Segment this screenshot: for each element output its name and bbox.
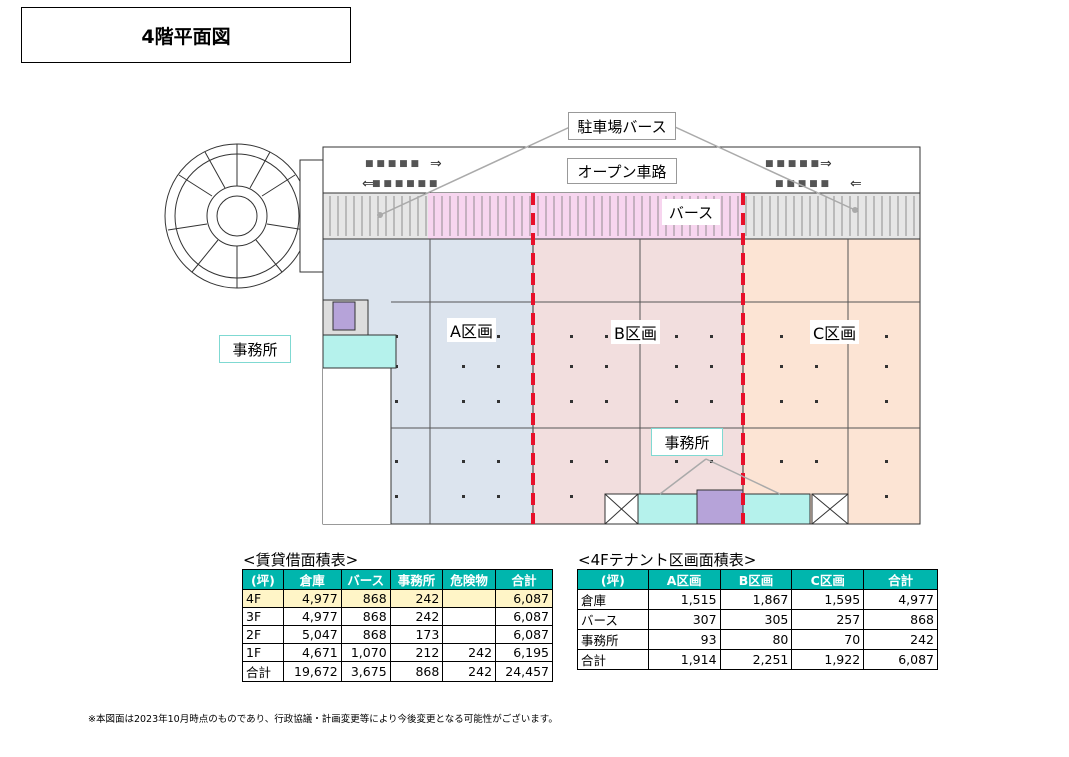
table-cell: 4,671 (282, 643, 342, 662)
table-cell (442, 589, 497, 608)
disclaimer-note: ※本図面は2023年10月時点のものであり、行政協議・計画変更等により今後変更と… (88, 714, 558, 725)
table-cell (442, 607, 497, 626)
lease-table-header-cell: 危険物 (442, 569, 497, 590)
table-cell: 6,087 (495, 589, 553, 608)
table-cell: 1,070 (340, 643, 391, 662)
table-cell: 4,977 (863, 589, 938, 610)
table-cell: 1,595 (791, 589, 865, 610)
table-cell: 合計 (577, 649, 649, 670)
table-cell: 5,047 (282, 625, 342, 644)
table-cell: 1F (242, 643, 284, 662)
page-title: 4階平面図 (21, 7, 351, 63)
table-cell: 868 (340, 625, 391, 644)
table-cell: 19,672 (282, 661, 342, 682)
table-cell: 1,914 (647, 649, 721, 670)
berth-callout: バース (662, 199, 720, 225)
zone-c-label: C区画 (810, 320, 860, 344)
tenant-table-title: <4Fテナント区画面積表> (578, 551, 757, 569)
parking-berth-callout: 駐車場バース (568, 112, 676, 140)
table-cell: 1,515 (647, 589, 721, 610)
table-cell: 2F (242, 625, 284, 644)
tenant-table-header-cell: C区画 (791, 569, 865, 590)
zone-divider (531, 193, 745, 524)
table-cell: 合計 (242, 661, 284, 682)
table-cell: 305 (719, 609, 793, 630)
table-cell: 242 (389, 589, 444, 608)
table-cell: 6,087 (495, 607, 553, 626)
svg-text:■ ■ ■ ■ ■: ■ ■ ■ ■ ■ (765, 159, 819, 169)
table-cell: バース (577, 609, 649, 630)
tenant-table-header-cell: (坪) (577, 569, 649, 590)
svg-text:■ ■ ■ ■ ■: ■ ■ ■ ■ ■ (365, 159, 419, 169)
table-cell: 242 (442, 643, 497, 662)
lease-table-header-cell: バース (340, 569, 391, 590)
zone-c-area (742, 238, 921, 525)
table-cell: 24,457 (495, 661, 553, 682)
lease-table-header-cell: 倉庫 (282, 569, 342, 590)
table-cell: 1,867 (719, 589, 793, 610)
table-cell: 868 (863, 609, 938, 630)
table-cell: 307 (647, 609, 721, 630)
svg-text:■ ■ ■ ■ ■ ■: ■ ■ ■ ■ ■ ■ (372, 179, 437, 189)
table-cell: 93 (647, 629, 721, 650)
table-cell: 3F (242, 607, 284, 626)
table-cell: 242 (863, 629, 938, 650)
table-cell: 2,251 (719, 649, 793, 670)
table-cell: 868 (340, 607, 391, 626)
table-cell: 1,922 (791, 649, 865, 670)
berth-row (322, 192, 921, 240)
table-cell: 6,195 (495, 643, 553, 662)
zone-b-label: B区画 (611, 320, 660, 344)
office-center-callout: 事務所 (651, 428, 723, 456)
lease-table-header-cell: 事務所 (389, 569, 444, 590)
table-cell: 868 (340, 589, 391, 608)
table-cell: 3,675 (340, 661, 391, 682)
zone-a-label: A区画 (447, 318, 496, 342)
table-cell: 倉庫 (577, 589, 649, 610)
road-arrow-right: ⇒ (430, 156, 442, 172)
road-arrow-left: ⇐ (850, 176, 862, 192)
table-cell: 6,087 (863, 649, 938, 670)
table-cell: 事務所 (577, 629, 649, 650)
lease-table-header-cell: (坪) (242, 569, 284, 590)
table-cell: 4,977 (282, 589, 342, 608)
table-cell: 242 (442, 661, 497, 682)
lease-table-title: <賃貸借面積表> (243, 551, 359, 569)
zone-b-area (532, 238, 744, 525)
open-road-callout: オープン車路 (567, 158, 677, 184)
table-cell: 4,977 (282, 607, 342, 626)
road-arrow-right: ⇒ (820, 156, 832, 172)
table-cell: 80 (719, 629, 793, 650)
table-cell: 173 (389, 625, 444, 644)
table-cell: 257 (791, 609, 865, 630)
tenant-table-header-cell: B区画 (719, 569, 793, 590)
table-cell: 212 (389, 643, 444, 662)
table-cell: 242 (389, 607, 444, 626)
table-cell: 4F (242, 589, 284, 608)
office-left-area (322, 334, 397, 369)
road-arrow-left: ⇐ (362, 176, 374, 192)
tenant-table-header-cell: A区画 (647, 569, 721, 590)
table-cell: 868 (389, 661, 444, 682)
table-cell: 70 (791, 629, 865, 650)
lease-table-header-cell: 合計 (495, 569, 553, 590)
office-left-callout: 事務所 (219, 335, 291, 363)
table-cell (442, 625, 497, 644)
tenant-table-header-cell: 合計 (863, 569, 938, 590)
svg-text:■ ■ ■ ■ ■: ■ ■ ■ ■ ■ (775, 179, 829, 189)
table-cell: 6,087 (495, 625, 553, 644)
